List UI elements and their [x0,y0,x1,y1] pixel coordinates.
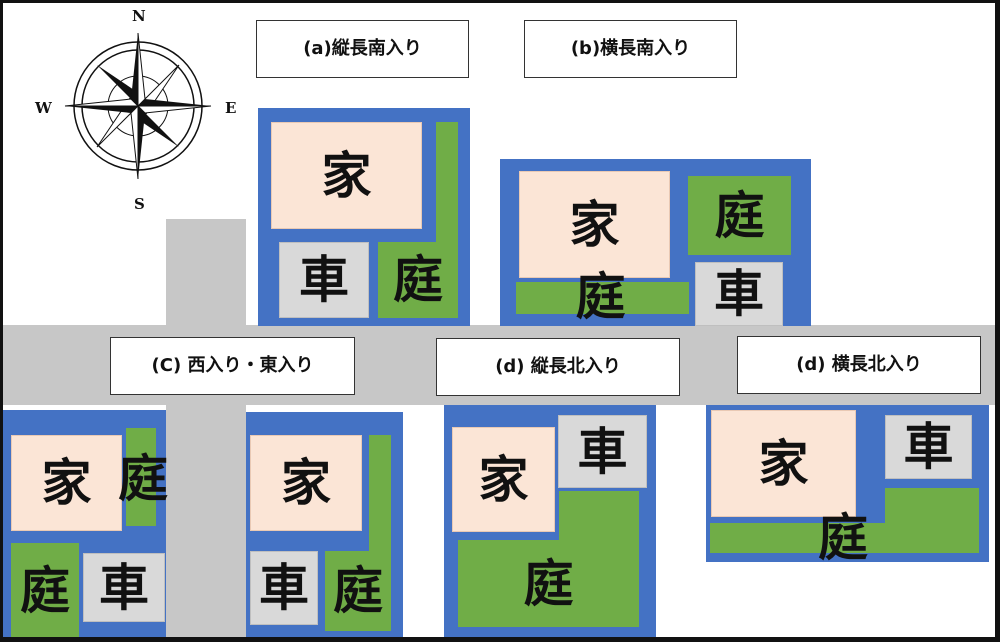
lot-b-garden: 庭 [688,176,791,255]
lot-c-west-garden-strip-label: 庭 [118,450,168,508]
lot-d1-garden: 庭 [458,540,639,627]
lot-c-east-house: 家 [250,435,362,531]
compass-label-east: E [225,99,237,117]
lot-b-garden-strip [516,282,689,314]
lot-d2-garden-strip [710,523,979,553]
compass: N S E W [33,3,243,213]
road-vertical-south [166,403,246,637]
lot-c-west-parking: 車 [83,553,165,622]
lot-d1-parking: 車 [558,415,647,488]
compass-label-north: N [132,7,146,25]
caption-b: (b)横長南入り [524,20,737,78]
caption-a: (a)縦長南入り [256,20,469,78]
lot-c-west-garden-strip [126,428,156,526]
lot-c-east-garden: 庭 [325,551,391,631]
caption-d2: (d) 横長北入り [737,336,981,394]
lot-b-house: 家 [519,171,670,278]
caption-c: (C) 西入り・東入り [110,337,355,395]
compass-label-south: S [134,195,145,213]
lot-c-west-garden: 庭 [11,543,79,637]
lot-a-garden: 庭 [378,242,458,318]
lot-c-west-house: 家 [11,435,122,531]
lot-a-parking: 車 [279,242,369,318]
lot-d1-house: 家 [452,427,555,532]
lot-d2-house: 家 [711,410,856,517]
lot-b-parking: 車 [695,262,783,326]
lot-d2-parking: 車 [885,415,972,479]
lot-d2-garden-label: 庭 [818,509,868,567]
lot-c-east-parking: 車 [250,551,318,625]
lot-d1-garden-right [559,491,639,543]
compass-rose-icon [64,32,212,180]
road-vertical-north [166,219,246,327]
lot-b-garden-strip-label: 庭 [575,268,626,326]
compass-label-west: W [35,99,52,117]
lot-a-house: 家 [271,122,422,229]
caption-d1: (d) 縦長北入り [436,338,680,396]
